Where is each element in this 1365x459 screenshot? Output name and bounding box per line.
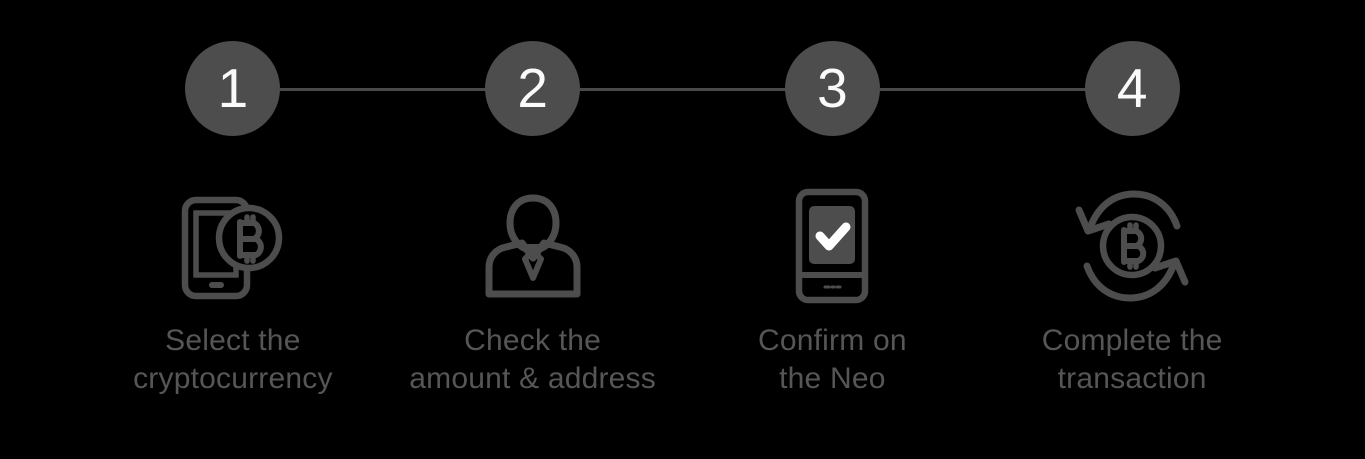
step-number-3: 3 <box>817 57 848 119</box>
step-item-1[interactable]: 1 Select the cryptocurrency <box>83 0 383 398</box>
step-label-3: Confirm on the Neo <box>758 324 907 395</box>
device-checkmark-icon <box>768 182 896 310</box>
bitcoin-exchange-arrows-icon <box>1068 182 1196 310</box>
step-number-4: 4 <box>1116 57 1148 119</box>
step-circle-2[interactable]: 2 <box>485 41 581 136</box>
person-suit-icon <box>469 182 597 310</box>
step-item-4[interactable]: 4 Complete the transaction <box>982 0 1282 398</box>
step-number-1: 1 <box>217 57 249 119</box>
step-label-2: Check the amount & address <box>409 324 656 395</box>
step-item-3[interactable]: 3 Confirm on the Neo <box>683 0 983 398</box>
step-circle-3[interactable]: 3 <box>784 41 880 136</box>
step-label-1: Select the cryptocurrency <box>133 324 333 395</box>
step-circle-4[interactable]: 4 <box>1084 41 1180 136</box>
step-item-2[interactable]: 2 Check the amount & address <box>383 0 683 398</box>
step-label-4: Complete the transaction <box>1041 324 1223 395</box>
step-number-2: 2 <box>517 57 548 119</box>
phone-bitcoin-icon <box>169 182 297 310</box>
step-connector-line <box>203 88 1171 91</box>
step-circle-1[interactable]: 1 <box>185 41 281 136</box>
